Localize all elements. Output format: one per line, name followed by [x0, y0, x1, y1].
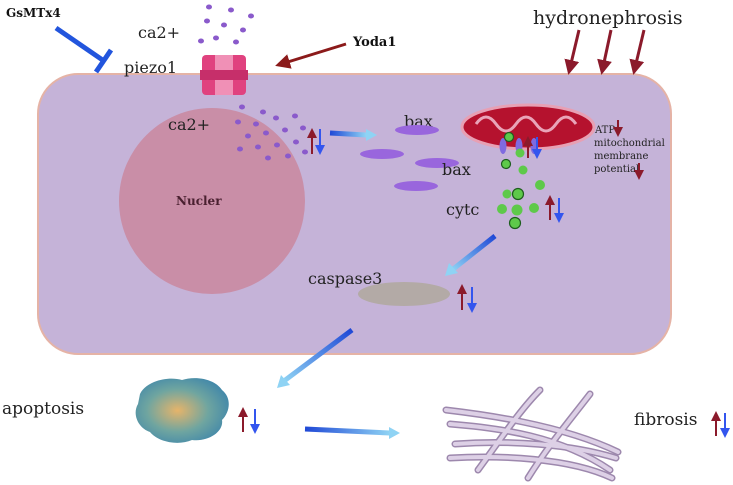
cytc-change-arrows [545, 195, 564, 223]
caspase3-label: caspase3 [308, 269, 382, 288]
nucleus-label: Nucler [176, 194, 222, 208]
bax-change-arrows [523, 136, 542, 159]
caspase3-change-arrows [457, 284, 477, 313]
atp-label: ATP [594, 125, 615, 136]
yoda1-label: Yoda1 [352, 35, 396, 50]
mito-potential-line3: potential [594, 164, 639, 175]
apoptosis-change-arrows [238, 407, 260, 434]
hydronephrosis-arrows [564, 29, 646, 75]
apoptosis-to-fibrosis-arrow [304, 426, 400, 439]
fibrosis-fibers [442, 386, 622, 482]
apoptotic-cell [135, 378, 229, 443]
piezo1-channel [200, 55, 248, 95]
mito-potential-line2: membrane [594, 151, 648, 162]
fibrosis-change-arrows [711, 411, 730, 438]
inhibition-bar [93, 48, 114, 74]
calcium-ions-inside [235, 104, 308, 161]
ca2-outside-label: ca2+ [138, 23, 180, 42]
yoda1-arrow [275, 42, 347, 69]
fibrosis-fibers-highlight [444, 388, 620, 480]
cytc-label: cytc [446, 200, 479, 219]
calcium-ions-outside [198, 4, 254, 45]
nucleus [119, 108, 305, 294]
mitochondrion [460, 103, 596, 151]
bax-proteins [360, 125, 459, 191]
fibrosis-label: fibrosis [634, 410, 697, 430]
caspase3-to-apoptosis-arrow [277, 328, 354, 388]
piezo1-label: piezo1 [124, 58, 177, 77]
cytc-to-caspase3-arrow [445, 234, 497, 276]
cytc-molecules [497, 131, 545, 230]
calcium-to-bax-arrow [329, 129, 377, 141]
ca2-inside-label: ca2+ [168, 115, 210, 134]
mito-potential-line1: mitochondrial [594, 138, 665, 149]
gsmtx4-label: GsMTx4 [6, 6, 61, 20]
inhibition-line [54, 25, 106, 64]
hydronephrosis-label: hydronephrosis [533, 7, 683, 29]
calcium-change-arrows [307, 128, 325, 155]
bax-mid-label: bax [442, 160, 471, 179]
caspase3-protein [358, 282, 450, 306]
apoptosis-label: apoptosis [2, 399, 84, 419]
